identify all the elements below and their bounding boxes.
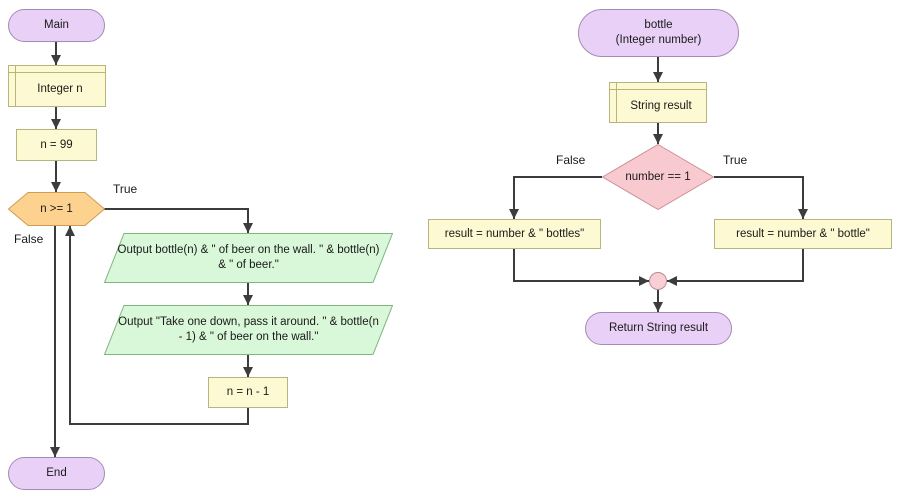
loop-true-label: True xyxy=(113,182,138,196)
declare-integer-n[interactable]: Integer n xyxy=(8,65,106,107)
assign-n-decrement[interactable]: n = n - 1 xyxy=(208,377,288,408)
node-label: result = number & " bottle" xyxy=(736,227,870,240)
edge-false-to-merge xyxy=(513,249,649,286)
loop-condition-hexagon[interactable]: n >= 1 xyxy=(8,192,105,226)
node-label: Return String result xyxy=(608,322,709,335)
node-label: Output bottle(n) & " of beer on the wall… xyxy=(117,244,380,271)
node-label: number == 1 xyxy=(625,170,691,183)
bottle-start-terminal[interactable]: bottle (Integer number) xyxy=(578,9,739,57)
output-take-one-down[interactable]: Output "Take one down, pass it around. "… xyxy=(104,305,393,355)
node-label: End xyxy=(46,467,67,480)
output-beer-on-wall[interactable]: Output bottle(n) & " of beer on the wall… xyxy=(104,233,393,283)
node-label: Output "Take one down, pass it around. "… xyxy=(118,316,379,343)
node-label: Integer n xyxy=(37,83,83,96)
return-terminal[interactable]: Return String result xyxy=(585,312,732,345)
loop-false-label: False xyxy=(14,232,44,246)
assign-n-99[interactable]: n = 99 xyxy=(16,129,97,161)
node-label: bottle xyxy=(644,19,673,32)
decision-false-label: False xyxy=(556,153,586,167)
main-end-terminal[interactable]: End xyxy=(8,457,105,490)
node-label: String result xyxy=(630,99,692,112)
assign-result-bottles[interactable]: result = number & " bottles" xyxy=(428,219,601,249)
node-label: result = number & " bottles" xyxy=(444,227,585,240)
decision-number-equals-1[interactable]: number == 1 xyxy=(602,144,714,210)
edge-true-to-merge xyxy=(667,249,804,286)
node-sublabel: (Integer number) xyxy=(615,34,702,46)
node-label: n >= 1 xyxy=(40,202,73,215)
decision-true-label: True xyxy=(723,153,748,167)
edge-loop-true-to-output1 xyxy=(104,208,253,233)
node-label: n = 99 xyxy=(40,138,73,151)
merge-circle[interactable] xyxy=(649,272,667,290)
node-label: Main xyxy=(44,19,69,32)
main-start-terminal[interactable]: Main xyxy=(8,9,105,42)
edge-decision-false xyxy=(509,176,602,219)
edge-decision-true xyxy=(714,176,808,219)
node-label: n = n - 1 xyxy=(226,386,270,399)
diamond-shape xyxy=(602,144,714,210)
declare-string-result[interactable]: String result xyxy=(609,82,707,123)
assign-result-bottle[interactable]: result = number & " bottle" xyxy=(714,219,892,249)
